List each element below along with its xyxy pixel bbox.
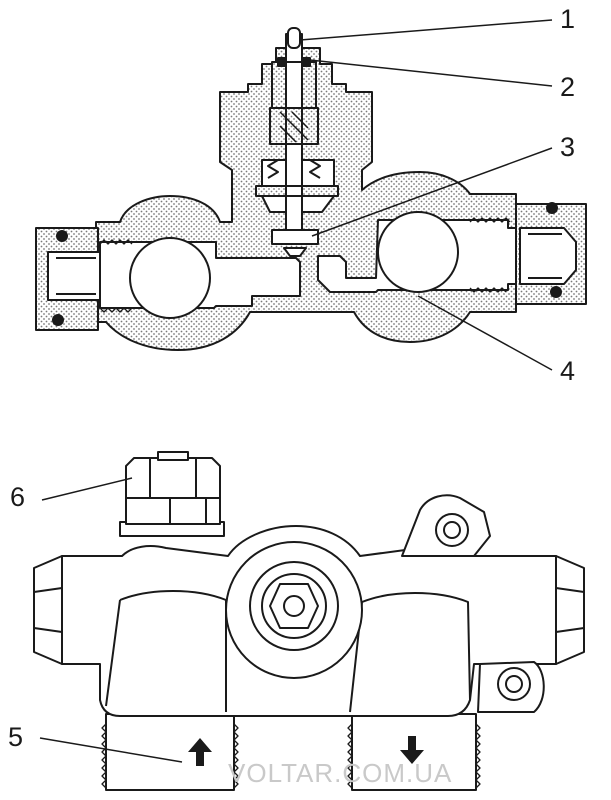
leader-2 bbox=[309, 59, 553, 87]
actuator-cap bbox=[125, 457, 221, 499]
callout-2: 2 bbox=[560, 72, 576, 102]
leader-lines-top bbox=[299, 19, 553, 371]
leader-3 bbox=[311, 147, 553, 237]
left-ball bbox=[129, 237, 211, 319]
right-thread bbox=[469, 217, 511, 293]
o-ring-upper-right bbox=[301, 57, 311, 67]
right-o-ring-top bbox=[546, 202, 558, 214]
actuator-neck bbox=[125, 497, 221, 525]
leader-lines-bottom bbox=[39, 477, 183, 763]
leader-5 bbox=[39, 737, 183, 763]
callout-4: 4 bbox=[560, 356, 576, 386]
callout-6: 6 bbox=[10, 482, 26, 512]
leader-6 bbox=[41, 477, 133, 501]
arrow-down-icon bbox=[400, 736, 424, 764]
return-spring bbox=[267, 159, 321, 179]
leader-4 bbox=[417, 295, 553, 371]
callout-5: 5 bbox=[8, 722, 24, 752]
o-ring-upper-left bbox=[277, 57, 287, 67]
inlet-thread-ridges bbox=[101, 723, 239, 789]
valve-exterior-view bbox=[33, 451, 585, 791]
left-thread bbox=[99, 239, 133, 313]
leader-1 bbox=[299, 19, 553, 41]
valve-plug bbox=[271, 229, 319, 245]
left-o-ring-top bbox=[56, 230, 68, 242]
right-ball bbox=[377, 211, 459, 293]
valve-cross-section bbox=[35, 27, 587, 351]
left-boss bbox=[105, 590, 227, 712]
left-o-ring-bottom bbox=[52, 314, 64, 326]
outlet-thread-ridges bbox=[347, 723, 481, 789]
arrow-up-icon bbox=[188, 738, 212, 766]
right-o-ring-bottom bbox=[550, 286, 562, 298]
callout-1: 1 bbox=[560, 4, 576, 34]
right-hex-nut bbox=[555, 555, 585, 665]
watermark: VOLTAR.COM.UA bbox=[228, 758, 453, 788]
stem-cap bbox=[287, 27, 301, 49]
left-hex-nut bbox=[33, 555, 63, 665]
callout-3: 3 bbox=[560, 132, 576, 162]
